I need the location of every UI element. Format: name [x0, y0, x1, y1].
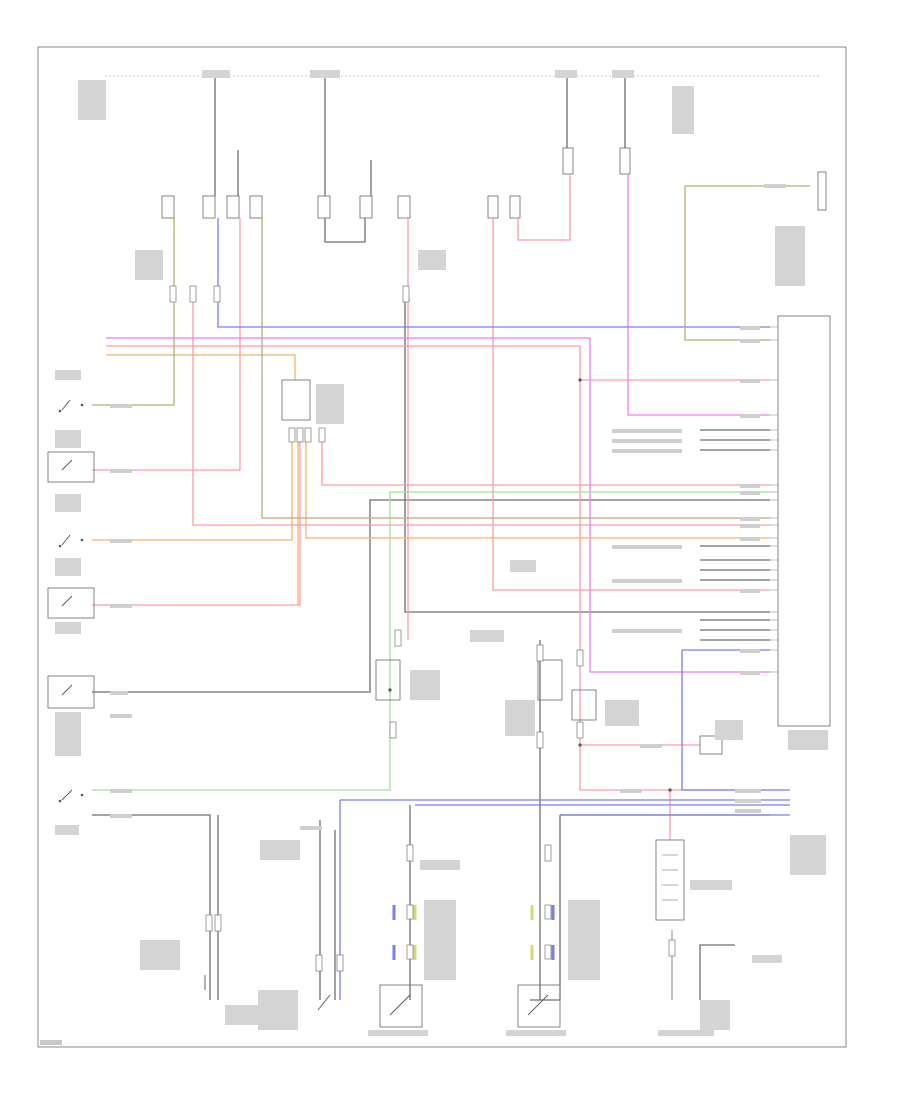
diagram-border	[37, 46, 847, 1048]
left-switches	[47, 399, 95, 803]
center-modules	[281, 379, 723, 921]
component-labels	[55, 70, 828, 1036]
splice-points	[216, 298, 672, 792]
top-connector-stacks	[161, 147, 631, 219]
wire-tags	[110, 184, 786, 830]
control-unit-box	[777, 315, 831, 727]
control-unit-pin-ticks	[770, 326, 778, 673]
top-right-sensor	[817, 171, 827, 211]
colored-stripes	[392, 905, 555, 960]
wire-network	[92, 78, 810, 1001]
switch-icon	[58, 399, 84, 803]
connector-icon	[169, 285, 676, 972]
page-number-block	[40, 1040, 62, 1045]
